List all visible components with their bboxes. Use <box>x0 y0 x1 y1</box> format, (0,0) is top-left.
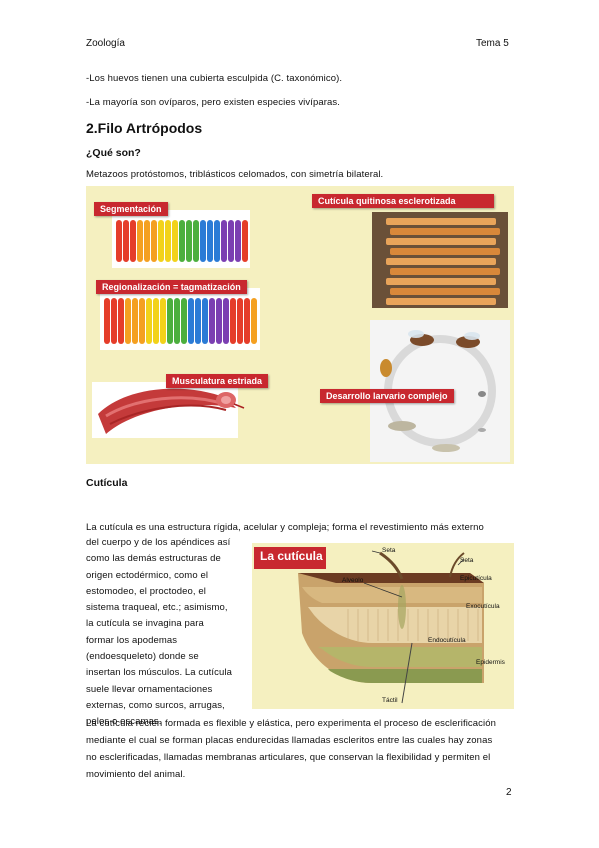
cuticula-paragraph-1-line: insertan los músculos. La cutícula <box>86 667 232 679</box>
label-tactil: Táctil <box>382 697 398 704</box>
label-seta-2: Seta <box>460 557 474 564</box>
cuticle-diagram: La cutícula Seta Seta Alveolo Epicutícul… <box>252 543 514 709</box>
label-musculatura: Musculatura estriada <box>166 374 269 388</box>
section-question: ¿Qué son? <box>86 147 141 159</box>
label-epicuticula: Epicutícula <box>460 575 492 582</box>
label-regionalizacion: Regionalización = tagmatización <box>96 280 247 294</box>
cuticula-paragraph-2: La cutícula recién formada es flexible y… <box>86 715 516 783</box>
segmentation-coil-image <box>112 210 250 268</box>
arthropod-features-illustration <box>92 210 510 462</box>
cuticle-title-bar <box>254 547 326 569</box>
cuticula-paragraph-1-line: externas, como surcos, arrugas, <box>86 699 225 711</box>
cuticle-diagram-title: La cutícula <box>260 549 323 563</box>
cuticula-paragraph-1-line: del cuerpo y de los apéndices así <box>86 537 231 548</box>
cuticula-paragraph-1-line: (endoesqueleto) donde se <box>86 651 199 663</box>
tagmatization-coil-image <box>100 288 260 350</box>
cuticula-paragraph-2-line: no esclerificadas, llamadas membranas ar… <box>86 752 491 763</box>
section-definition: Metazoos protóstomos, triblásticos celom… <box>86 169 384 180</box>
cuticula-paragraph-2-line: La cutícula recién formada es flexible y… <box>86 718 496 729</box>
label-epidermis: Epidermis <box>476 659 505 666</box>
cuticula-heading: Cutícula <box>86 477 128 489</box>
cuticula-paragraph-1-line: la cutícula se invagina para <box>86 618 204 630</box>
cuticula-paragraph-1-line: sistema traqueal, etc.; asimismo, <box>86 602 228 614</box>
cuticula-paragraph-1-line: como las demás estructuras de <box>86 553 221 565</box>
header-topic: Tema 5 <box>476 38 509 49</box>
label-segmentacion: Segmentación <box>94 202 168 216</box>
striated-muscle-image <box>92 382 245 438</box>
label-cuticula-quitinosa: Cutícula quitinosa esclerotizada <box>312 194 494 208</box>
header-subject: Zoología <box>86 38 125 49</box>
cuticula-paragraph-1-wrapped: del cuerpo y de los apéndices así como la… <box>86 535 246 731</box>
cuticula-paragraph-1-line: pelos o escamas. <box>86 716 162 728</box>
cuticula-paragraph-2-line: movimiento del animal. <box>86 769 186 780</box>
cuticula-paragraph-1-line: origen ectodérmico, como el <box>86 569 209 581</box>
label-seta-1: Seta <box>382 547 396 554</box>
label-desarrollo-larvario: Desarrollo larvario complejo <box>320 389 454 403</box>
intro-line-2: -La mayoría son ovíparos, pero existen e… <box>86 97 340 108</box>
page-number: 2 <box>506 787 512 798</box>
intro-line-1: -Los huevos tienen una cubierta esculpid… <box>86 73 343 84</box>
cuticula-paragraph-1-line: formar los apodemas <box>86 634 178 646</box>
label-alveolo: Alveolo <box>342 577 364 584</box>
cuticula-paragraph-1-line: estomodeo, el proctodeo, el <box>86 585 206 597</box>
arthropod-features-figure: Segmentación Regionalización = tagmatiza… <box>86 186 514 464</box>
label-exocuticula: Exocutícula <box>466 603 500 610</box>
cuticle-layers-illustration <box>298 550 484 704</box>
section-title: 2.Filo Artrópodos <box>86 120 203 136</box>
label-endocuticula: Endocutícula <box>428 637 466 644</box>
cuticula-paragraph-2-line: mediante el cual se forman placas endure… <box>86 735 493 746</box>
cuticula-paragraph-1-line: suele llevar ornamentaciones <box>86 683 213 695</box>
cuticle-stack-image <box>372 212 508 308</box>
cuticula-paragraph-1-first-line: La cutícula es una estructura rígida, ac… <box>86 522 484 533</box>
